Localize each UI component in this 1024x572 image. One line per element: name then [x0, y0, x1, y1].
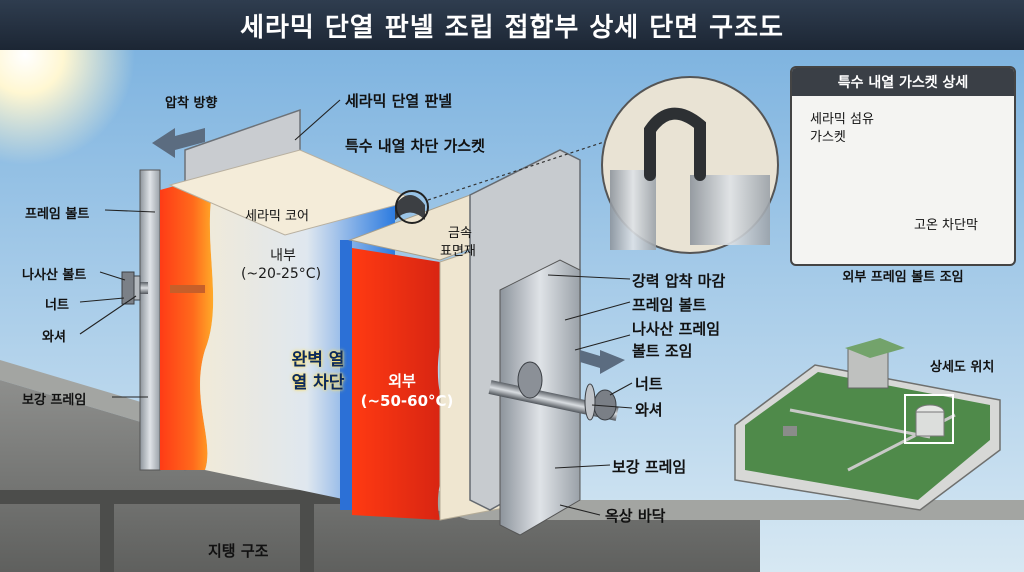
joint-gasket — [395, 195, 425, 220]
inset-heading: 특수 내열 가스켓 상세 — [792, 68, 1014, 96]
label-thread-frame-bolt-1: 나사산 프레임 — [632, 320, 721, 338]
label-washer-left: 와셔 — [42, 330, 66, 345]
support-beam — [0, 490, 380, 504]
label-metal-surface-2: 표면재 — [440, 244, 476, 259]
label-thread-bolt: 나사산 볼트 — [22, 268, 87, 283]
left-bolt-inside — [170, 285, 205, 293]
label-detail-location: 상세도 위치 — [930, 360, 995, 375]
cold-edge — [340, 240, 352, 510]
title-bar: 세라믹 단열 판넬 조립 접합부 상세 단면 구조도 — [0, 0, 1024, 50]
label-ceramic-panel: 세라믹 단열 판넬 — [345, 92, 453, 110]
label-roof-floor: 옥상 바닥 — [605, 507, 666, 525]
gasket-dotted-link — [427, 139, 611, 201]
inset-label-heat-film: 고온 차단막 — [914, 218, 978, 233]
left-hot-zone — [160, 175, 215, 470]
roof-hut-top — [845, 338, 905, 358]
right-bolt-head — [517, 361, 543, 399]
gasket-callout-circle — [395, 190, 429, 224]
right-hot-zone — [352, 248, 450, 520]
label-inside-2: (~20-25°C) — [240, 266, 322, 282]
inset-caption: 외부 프레임 볼트 조임 — [842, 270, 964, 285]
label-outside-1: 외부 — [388, 372, 416, 390]
press-direction-arrow — [152, 128, 205, 158]
label-ceramic-core: 세라믹 코어 — [245, 209, 309, 224]
roof-green-surface — [745, 372, 990, 500]
label-reinforce-frame-right: 보강 프레임 — [612, 458, 687, 476]
label-strong-finish: 강력 압착 마감 — [632, 272, 726, 290]
roof-slab — [0, 380, 760, 572]
zoom-metal-right — [690, 175, 770, 245]
label-frame-bolt-right: 프레임 볼트 — [632, 296, 707, 314]
left-reinforce-frame — [139, 169, 161, 471]
label-frame-bolt-left: 프레임 볼트 — [25, 207, 90, 222]
label-outside-2: (~50-60°C) — [360, 392, 454, 410]
label-support-structure: 지탱 구조 — [208, 542, 269, 560]
right-press-arrow — [580, 350, 625, 374]
label-washer-right: 와셔 — [635, 401, 663, 419]
leader-lines — [79, 99, 633, 516]
label-nut-left: 너트 — [45, 298, 69, 313]
label-special-gasket: 특수 내열 차단 가스켓 — [345, 137, 485, 155]
label-block-2: 열 차단 — [291, 373, 345, 393]
support-post — [100, 504, 114, 572]
label-metal-surface-1: 금속 — [448, 226, 472, 241]
inset-label-fiber-2: 가스켓 — [810, 130, 846, 145]
label-press-direction: 압착 방향 — [165, 96, 218, 111]
label-reinforce-frame-left: 보강 프레임 — [22, 393, 87, 408]
support-post-2 — [300, 504, 314, 572]
label-nut-right: 너트 — [635, 375, 663, 393]
page-title: 세라믹 단열 판넬 조립 접합부 상세 단면 구조도 — [240, 12, 784, 43]
right-washer-shape — [584, 383, 596, 421]
label-inside-1: 내부 — [270, 248, 296, 264]
zoom-gasket — [644, 107, 706, 181]
roof-tank-body — [915, 411, 945, 437]
roof-unit-small — [783, 426, 797, 436]
label-block-1: 완벽 열 — [291, 350, 345, 370]
left-washer-shape — [133, 275, 141, 301]
label-thread-frame-bolt-2: 볼트 조임 — [632, 342, 693, 360]
zoom-metal-left — [610, 170, 656, 250]
detail-location-box — [904, 394, 954, 444]
gasket-detail-inset: 특수 내열 가스켓 상세 세라믹 섬유 가스켓 고온 차단막 — [790, 66, 1016, 266]
roof-divider-2 — [789, 408, 931, 439]
inset-label-fiber-1: 세라믹 섬유 — [810, 112, 874, 127]
